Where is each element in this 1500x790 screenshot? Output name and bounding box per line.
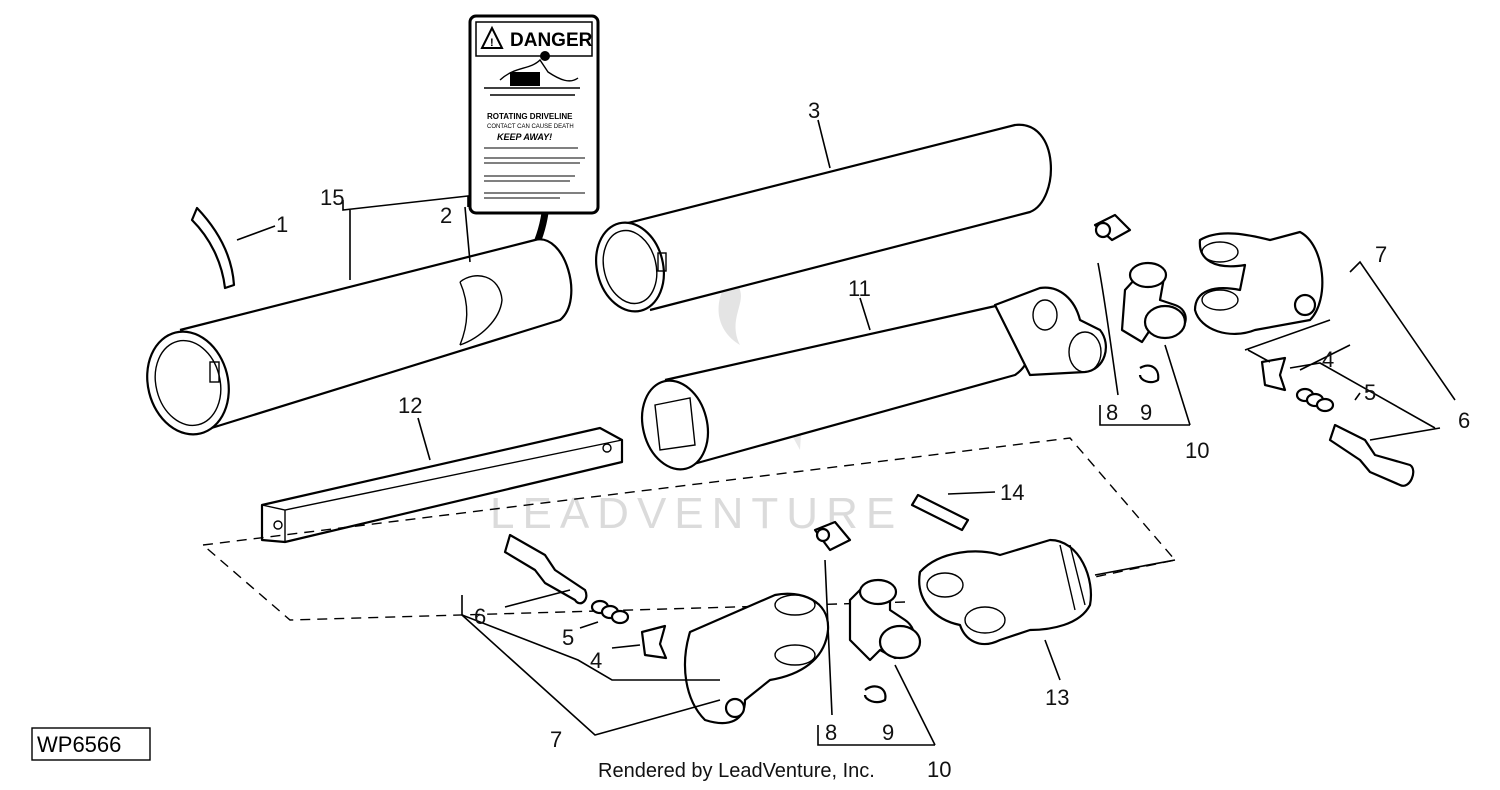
decal-line-1: ROTATING DRIVELINE — [487, 112, 573, 121]
callout-5-upper: 5 — [1364, 380, 1376, 405]
leader-lines — [236, 119, 1456, 746]
part-4-pin-lower — [640, 624, 668, 660]
callout-6-lower: 6 — [474, 604, 486, 629]
callout-11: 11 — [848, 276, 871, 301]
callout-labels: 1 15 2 3 11 12 8 9 10 7 4 5 6 14 6 5 4 7… — [276, 98, 1470, 782]
callout-9-upper: 9 — [1140, 400, 1152, 425]
decal-fine-print — [484, 147, 585, 199]
callout-15: 15 — [320, 185, 344, 210]
callout-6-upper: 6 — [1458, 408, 1470, 433]
part-5-spring-upper — [1295, 387, 1335, 413]
part-5-spring-lower — [590, 599, 630, 625]
decal-line-3: KEEP AWAY! — [497, 132, 552, 142]
callout-7-upper: 7 — [1375, 242, 1387, 267]
part-10-cross-kit-lower — [848, 578, 922, 662]
callout-9-lower: 9 — [882, 720, 894, 745]
callout-14: 14 — [1000, 480, 1024, 505]
part-6-lock-pin-lower — [503, 533, 588, 605]
part-6-lock-pin-upper — [1328, 423, 1415, 487]
drawing-code-text: WP6566 — [37, 732, 121, 757]
part-4-pin-upper — [1260, 356, 1287, 392]
part-3-inner-shield — [595, 123, 1052, 313]
part-13-yoke-tube-end — [918, 538, 1093, 646]
callout-12: 12 — [398, 393, 422, 418]
part-9-snap-ring-lower — [863, 685, 887, 704]
callout-10-upper: 10 — [1185, 438, 1209, 463]
part-7-yoke-upper — [1193, 230, 1324, 335]
svg-text:!: ! — [490, 37, 494, 49]
danger-decal: ! DANGER ROTATING DRIVELINE CONTACT CAN … — [468, 14, 600, 215]
part-14-roll-pin — [910, 493, 970, 532]
part-8-grease-fitting-lower — [813, 520, 852, 552]
part-15-outer-shield — [146, 238, 573, 436]
callout-2: 2 — [440, 203, 452, 228]
callout-5-lower: 5 — [562, 625, 574, 650]
assembly-outline — [202, 437, 1177, 621]
part-10-cross-kit-upper — [1120, 261, 1187, 344]
callout-7-lower: 7 — [550, 727, 562, 752]
callout-3: 3 — [808, 98, 820, 123]
part-1-bearing-segment — [190, 206, 236, 290]
entanglement-pictogram — [484, 51, 580, 96]
decal-header: DANGER — [510, 30, 593, 51]
callout-4-upper: 4 — [1322, 347, 1334, 372]
part-8-grease-fitting-upper — [1093, 213, 1132, 242]
drawing-code: WP6566 — [31, 727, 151, 761]
callout-8-lower: 8 — [825, 720, 837, 745]
callout-1: 1 — [276, 212, 288, 237]
part-9-snap-ring-upper — [1138, 364, 1160, 384]
callout-13: 13 — [1045, 685, 1069, 710]
part-12-square-bar — [260, 426, 624, 544]
callout-10-lower: 10 — [927, 757, 951, 782]
callout-8-upper: 8 — [1106, 400, 1118, 425]
callout-4-lower: 4 — [590, 648, 602, 673]
footer-credit: Rendered by LeadVenture, Inc. — [598, 760, 875, 782]
part-7-yoke-lower — [683, 592, 830, 725]
part-11-tube-yoke — [640, 286, 1107, 471]
decal-line-2: CONTACT CAN CAUSE DEATH — [487, 124, 574, 130]
